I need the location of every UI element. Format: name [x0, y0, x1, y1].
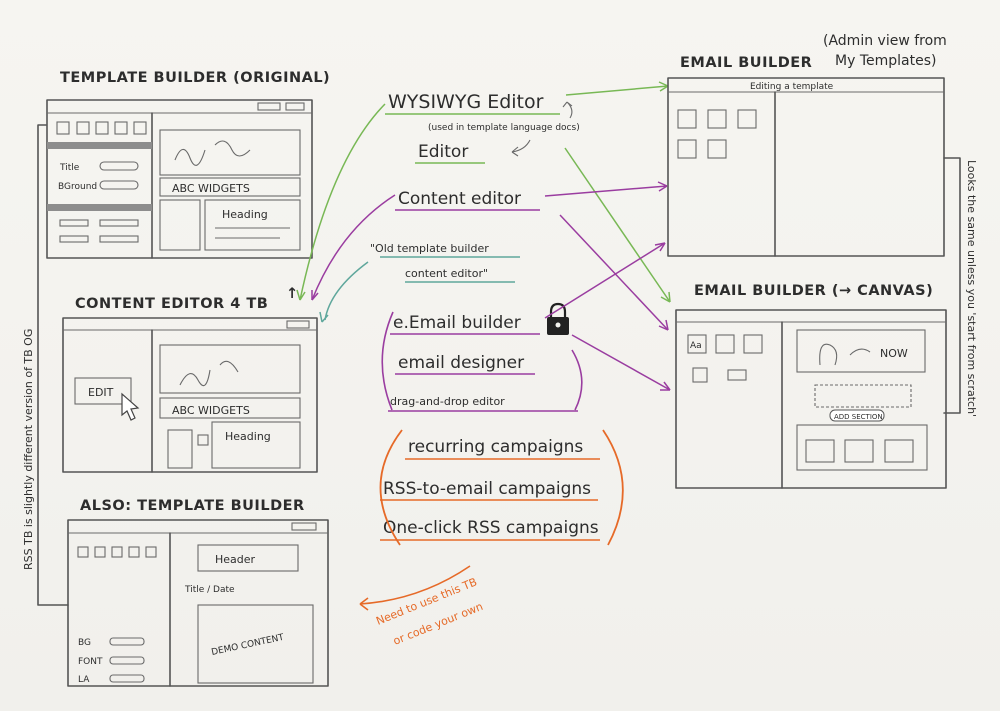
also-tb-title: ALSO: TEMPLATE BUILDER — [80, 498, 305, 514]
email-builder-term: e.Email builder — [393, 313, 521, 333]
email-builder-right-bracket — [571, 349, 583, 411]
arrowhead-green-3 — [660, 291, 671, 303]
eb-canvas-now: NOW — [880, 347, 908, 360]
eb-admin-subtitle2: My Templates) — [835, 53, 936, 69]
right-side-note: Looks the same unless you 'start from sc… — [965, 160, 978, 417]
also-tb-header: Header — [215, 553, 256, 566]
content-editor-edit-label: EDIT — [88, 386, 114, 399]
right-bracket — [943, 157, 961, 414]
arrow-wysiwyg-to-eb-admin — [565, 85, 669, 96]
email-builder-left-bracket — [381, 311, 394, 411]
tb-original-widgets: ABC WIDGETS — [172, 182, 250, 195]
arrow-email-builder-to-eb-admin — [544, 242, 666, 319]
eb-admin-title: EMAIL BUILDER — [680, 55, 812, 71]
arrow-old-tb-to-ce4tb — [324, 261, 369, 321]
also-tb-bg: BG — [78, 638, 91, 648]
also-tb-demo-content: DEMO CONTENT — [211, 633, 286, 658]
lock-icon — [547, 302, 569, 335]
recurring-term: recurring campaigns — [408, 437, 583, 457]
content-editor-term: Content editor — [398, 189, 521, 209]
arrow-content-editor-to-ce4tb — [311, 194, 396, 301]
wysiwyg-curl-arrow — [562, 101, 573, 119]
tb-original-bground-label: BGround — [58, 182, 97, 192]
arrow-content-editor-to-eb-canvas — [559, 214, 669, 331]
also-tb-title-date: Title / Date — [184, 585, 235, 595]
old-tb-line1: "Old template builder — [370, 242, 489, 255]
orange-left-bracket — [379, 429, 403, 546]
also-tb-wireframe: Header Title / Date DEMO CONTENT BG FONT… — [67, 519, 329, 687]
dnd-editor-term: drag-and-drop editor — [390, 395, 505, 408]
tb-original-heading: Heading — [222, 208, 268, 221]
arrowhead-purple-1 — [657, 181, 668, 192]
tb-original-title-label: Title — [59, 163, 80, 173]
arrowhead-purple-5 — [660, 381, 671, 391]
content-editor-widgets: ABC WIDGETS — [172, 404, 250, 417]
editor-curl-arrow — [511, 139, 531, 157]
arrow-wysiwyg-to-content-editor — [299, 103, 386, 301]
eb-canvas-wireframe: Aa NOW ADD SECTION — [675, 309, 947, 489]
arrowhead-green-2 — [296, 289, 306, 301]
arrow-editor-to-eb-canvas — [564, 147, 671, 303]
eb-canvas-add-section: ADD SECTION — [834, 413, 883, 421]
need-note: Need to use this TB or code your own — [374, 575, 485, 647]
editor-term: Editor — [418, 142, 468, 162]
left-side-note: RSS TB is slightly different version of … — [22, 329, 35, 570]
content-editor-wireframe: EDIT ABC WIDGETS Heading — [62, 317, 318, 473]
arrow-email-builder-to-eb-canvas — [571, 334, 671, 391]
left-bracket — [37, 124, 69, 606]
arrowhead-purple-4 — [654, 242, 666, 252]
also-tb-la: LA — [78, 675, 90, 685]
eb-canvas-title: EMAIL BUILDER (→ CANVAS) — [694, 283, 933, 299]
content-editor-up-arrow: ↑ — [286, 286, 299, 302]
eb-admin-editing: Editing a template — [750, 82, 834, 92]
eb-admin-subtitle1: (Admin view from — [823, 33, 947, 49]
content-editor-title: CONTENT EDITOR 4 TB — [75, 296, 268, 312]
arrowhead-green-1 — [658, 81, 669, 92]
orange-right-bracket — [602, 429, 624, 546]
one-click-term: One-click RSS campaigns — [383, 518, 599, 538]
rss-to-email-term: RSS-to-email campaigns — [383, 479, 591, 499]
email-designer-term: email designer — [398, 353, 524, 373]
content-editor-heading: Heading — [225, 430, 271, 443]
old-tb-line2: content editor" — [405, 267, 488, 280]
also-tb-font: FONT — [78, 657, 103, 667]
eb-canvas-aa: Aa — [690, 341, 702, 351]
arrowhead-teal-1 — [319, 311, 329, 323]
wysiwyg-editor-term: WYSIWYG Editor — [388, 91, 544, 113]
arrow-content-editor-to-eb-admin — [544, 185, 668, 197]
tb-original-wireframe: Title BGround ABC WIDGETS Heading — [46, 99, 313, 259]
need-note-arrow — [359, 565, 471, 611]
wysiwyg-note: (used in template language docs) — [428, 123, 580, 133]
tb-original-title: TEMPLATE BUILDER (ORIGINAL) — [60, 70, 330, 86]
eb-admin-wireframe: Editing a template — [667, 77, 945, 257]
arrowhead-purple-3 — [658, 319, 669, 331]
arrowhead-purple-2 — [311, 290, 319, 301]
